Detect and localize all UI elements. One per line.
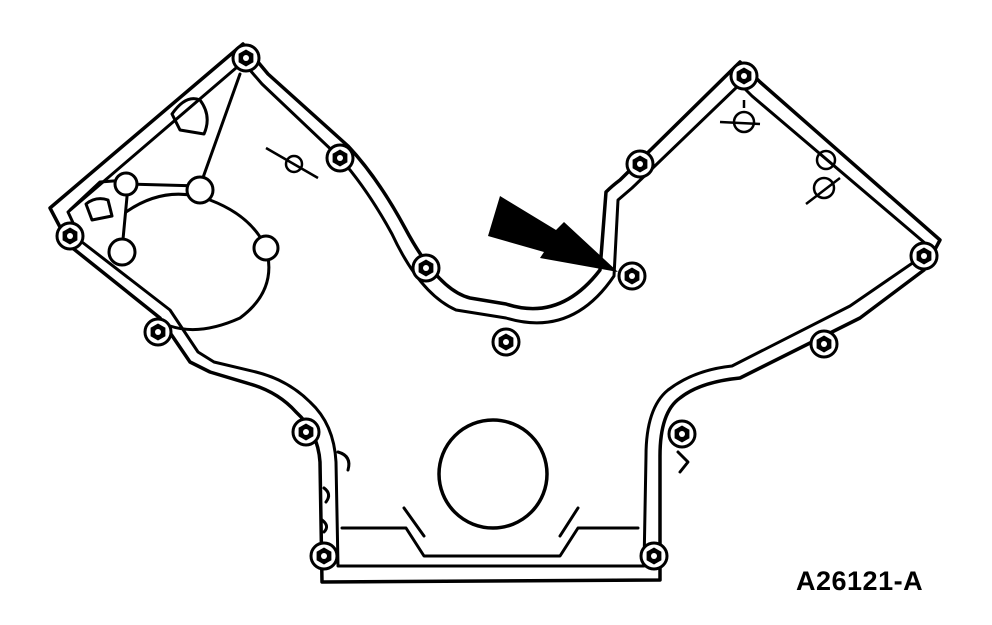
bolt-head [231, 43, 261, 73]
left-tab-3 [320, 518, 329, 534]
left-tab [336, 450, 351, 472]
left-tab-2 [322, 486, 331, 504]
bolt-head [617, 261, 647, 291]
bottom-cutout [340, 526, 640, 558]
bolt-head [639, 541, 669, 571]
bolt-group [55, 43, 939, 571]
left-boss-1 [113, 171, 139, 197]
bolt-head [55, 221, 85, 251]
left-boss-4 [252, 234, 280, 262]
crankshaft-seal-opening [437, 418, 549, 530]
bolt-head [291, 417, 321, 447]
fitting-right-lower [805, 149, 841, 205]
bolt-head [491, 327, 521, 357]
cover-outer-outline [48, 42, 942, 584]
vent-shape [170, 97, 209, 136]
bolt-head [411, 253, 441, 283]
vent-shape-2 [84, 197, 114, 222]
bolt-head [309, 541, 339, 571]
bottom-cutout-legs [402, 506, 580, 538]
figure-id-label: A26121-A [796, 566, 924, 596]
fitting-right-upper [719, 100, 761, 134]
bolt-head [625, 149, 655, 179]
bolt-head [729, 61, 759, 91]
left-boss-3 [107, 237, 137, 267]
left-boss-2 [185, 175, 215, 205]
bolt-head [667, 419, 697, 449]
right-tab [676, 450, 690, 474]
cover-inner-outline [66, 60, 928, 568]
bolt-head [143, 317, 173, 347]
bolt-head [909, 241, 939, 271]
bolt-head [325, 143, 355, 173]
fitting-left [265, 146, 319, 180]
bolt-head [809, 329, 839, 359]
indicator-arrow [488, 196, 618, 272]
